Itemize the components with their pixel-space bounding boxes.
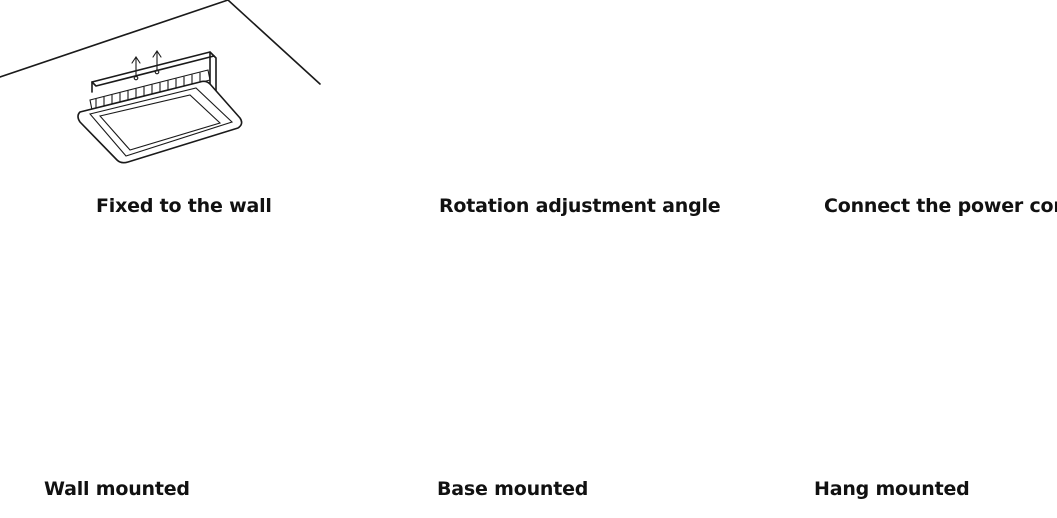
caption-connect-power-cord: Connect the power cord	[824, 195, 1057, 217]
fixed-to-wall-illustration	[0, 0, 321, 164]
caption-base-mounted: Base mounted	[437, 478, 589, 500]
caption-wall-mounted: Wall mounted	[44, 478, 190, 500]
up-arrow-icon	[131, 56, 141, 81]
caption-fixed-to-wall: Fixed to the wall	[96, 195, 272, 217]
caption-hang-mounted: Hang mounted	[814, 478, 970, 500]
caption-rotation-adjustment-angle: Rotation adjustment angle	[439, 195, 721, 217]
up-arrow-icon	[152, 50, 162, 75]
